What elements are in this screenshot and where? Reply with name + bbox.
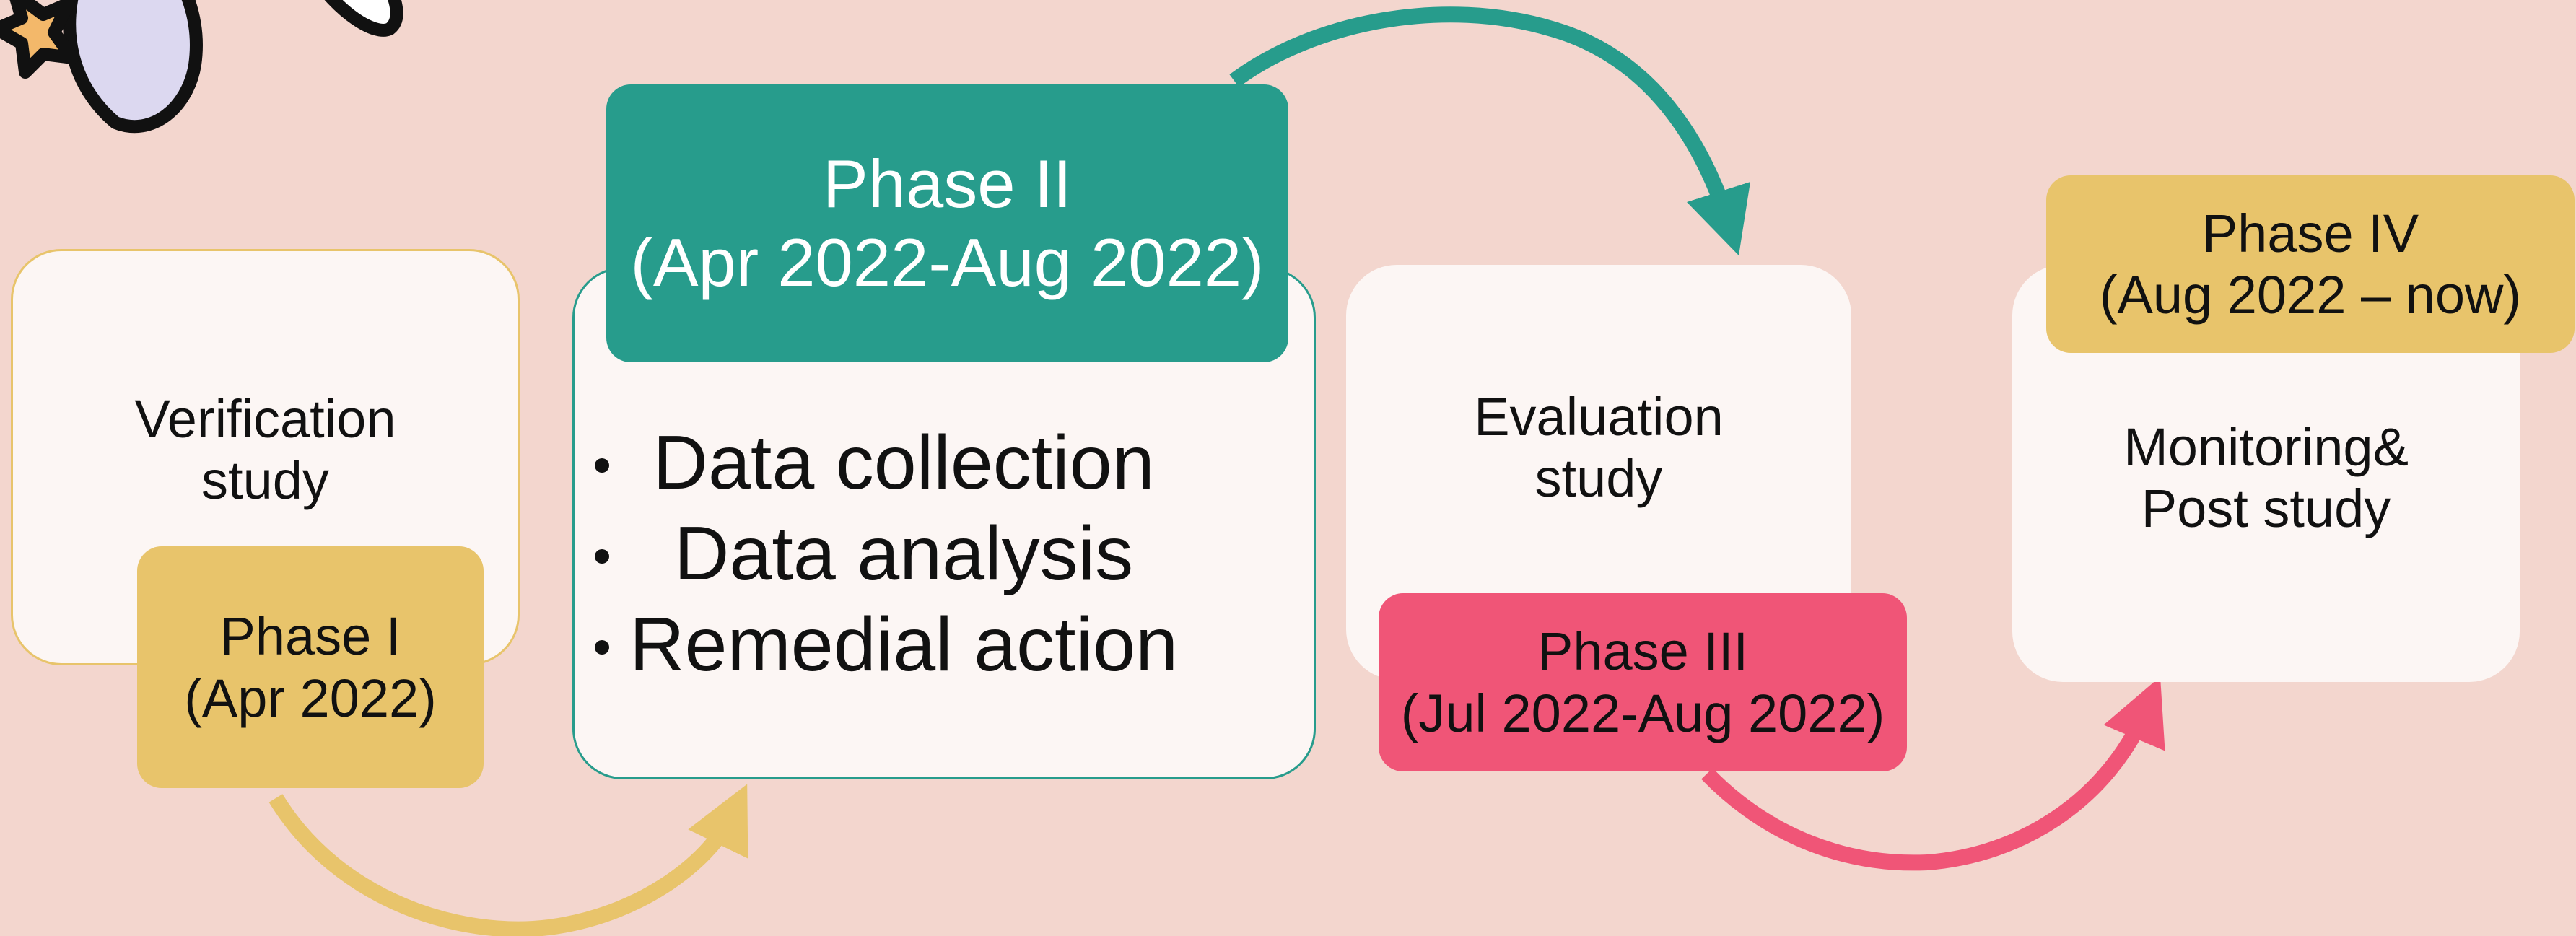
- arrow-phase2-to-phase3: [1229, 6, 1751, 256]
- phase-3-card-line-2: study: [1534, 448, 1663, 509]
- activity-item: Data collection: [595, 417, 1178, 508]
- phase-3-label-date: (Jul 2022-Aug 2022): [1400, 683, 1885, 743]
- arrow-phase3-to-phase4: [1701, 676, 2165, 871]
- phase-1-label-date: (Apr 2022): [184, 668, 437, 728]
- phase-4-label-date: (Aug 2022 – now): [2099, 265, 2522, 325]
- phase-4-card-line-2: Post study: [2141, 478, 2391, 539]
- star-icon: [0, 0, 79, 79]
- phase-1-card-line-1: Verification: [134, 389, 396, 449]
- phase-2-label-date: (Apr 2022-Aug 2022): [630, 224, 1265, 300]
- arrow-phase1-to-phase2: [268, 784, 748, 936]
- phase-3-card-line-1: Evaluation: [1474, 387, 1724, 447]
- phase-2-label-title: Phase II: [823, 146, 1072, 222]
- phase-1-label: Phase I (Apr 2022): [137, 546, 484, 788]
- phase-4-label: Phase IV (Aug 2022 – now): [2046, 175, 2575, 353]
- rocket-icon: [0, 0, 403, 134]
- activity-item: Data analysis: [595, 508, 1178, 599]
- phase-3-label: Phase III (Jul 2022-Aug 2022): [1379, 593, 1907, 771]
- phase-1-card-line-2: study: [201, 450, 329, 511]
- phase-3-label-title: Phase III: [1537, 621, 1749, 682]
- activity-item: Remedial action: [595, 599, 1178, 690]
- phase-2-activities: Data collection Data analysis Remedial a…: [595, 417, 1178, 690]
- phase-4-label-title: Phase IV: [2201, 203, 2419, 263]
- phase-1-label-title: Phase I: [219, 606, 401, 667]
- phase-4-card-line-1: Monitoring&: [2123, 417, 2409, 477]
- phase-2-label: Phase II (Apr 2022-Aug 2022): [606, 84, 1288, 362]
